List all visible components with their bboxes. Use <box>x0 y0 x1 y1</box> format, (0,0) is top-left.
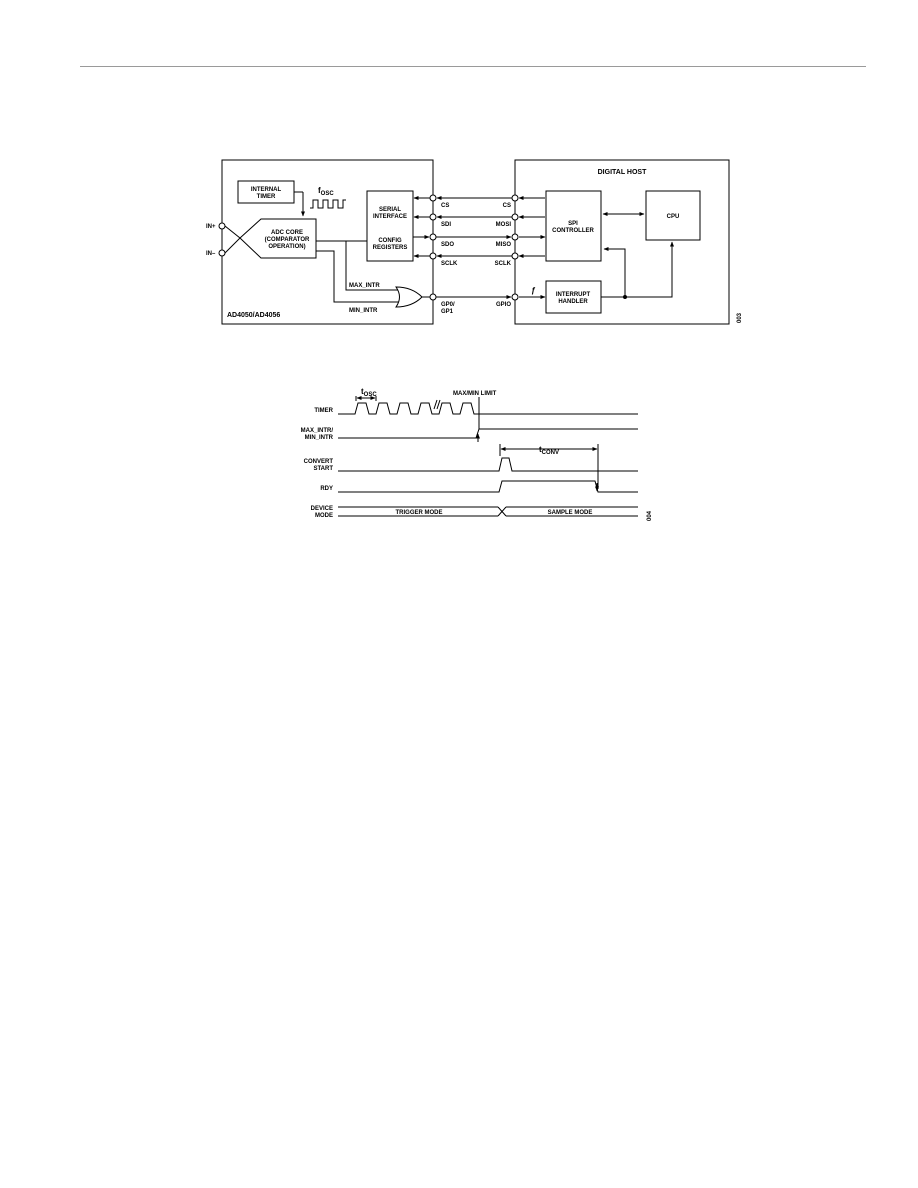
timer-waveform <box>338 402 638 415</box>
convert-signal-label-2: START <box>313 466 333 472</box>
host-gpio-pin <box>511 293 519 301</box>
adc-sdo-label: SDO <box>441 242 454 248</box>
host-mosi-label: MOSI <box>496 222 512 228</box>
host-gpio-label: GPIO <box>496 302 511 308</box>
tosc-label: tOSC <box>361 387 377 398</box>
fosc-label: fOSC <box>318 186 334 197</box>
host-miso-pin <box>511 233 519 241</box>
spi-controller-label-1: SPI <box>568 221 578 227</box>
rdy-signal-label: RDY <box>320 486 333 492</box>
serial-interface-label-2: INTERFACE <box>373 214 407 220</box>
rdy-waveform <box>338 480 638 493</box>
serial-interface-label-1: SERIAL <box>379 207 401 213</box>
header-rule <box>80 66 866 67</box>
block-figure-id: 003 <box>737 312 743 323</box>
timer-signal-label: TIMER <box>314 408 333 414</box>
adc-sclk-pin <box>429 252 437 260</box>
internal-timer-label-1: INTERNAL <box>251 187 282 193</box>
host-miso-label: MISO <box>496 242 512 248</box>
in-minus-label: IN– <box>206 251 216 257</box>
adc-core-label-2: (COMPARATOR <box>265 237 310 243</box>
cpu-label: CPU <box>667 214 680 220</box>
intr-signal-label-2: MIN_INTR <box>305 435 334 441</box>
adc-sdi-pin <box>429 213 437 221</box>
in-minus-pin <box>218 249 226 257</box>
min-intr-label: MIN_INTR <box>349 308 378 314</box>
sample-mode-label: SAMPLE MODE <box>548 510 593 516</box>
adc-core-label-1: ADC CORE <box>271 230 303 236</box>
adc-device-box <box>221 159 434 325</box>
adc-cs-label: CS <box>441 203 449 209</box>
timing-diagram <box>338 396 638 517</box>
edge-trigger-symbol: ƒ <box>531 286 536 295</box>
in-plus-pin <box>218 222 226 230</box>
interrupt-to-spi <box>603 247 626 297</box>
spi-controller-block <box>545 190 602 262</box>
max-intr-label: MAX_INTR <box>349 283 380 289</box>
mode-signal-label-1: DEVICE <box>311 506 333 512</box>
cpu-block <box>645 190 701 241</box>
adc-gp-pin <box>429 293 437 301</box>
or-gate <box>395 286 423 308</box>
adc-core-label-3: OPERATION) <box>268 244 305 250</box>
host-mosi-pin <box>511 213 519 221</box>
adc-sdo-pin <box>429 233 437 241</box>
serial-interface-block <box>366 190 414 262</box>
config-registers-label-2: REGISTERS <box>373 245 408 251</box>
host-sclk-label: SCLK <box>495 261 512 267</box>
adc-sdi-label: SDI <box>441 222 451 228</box>
adc-cs-pin <box>429 194 437 202</box>
convert-start-waveform <box>338 457 638 472</box>
adc-sclk-label: SCLK <box>441 261 458 267</box>
host-cs-label: CS <box>503 203 511 209</box>
min-intr-line <box>316 250 399 303</box>
timing-figure-id: 004 <box>647 510 653 521</box>
trigger-mode-label: TRIGGER MODE <box>395 510 442 516</box>
block-diagram <box>218 159 730 325</box>
adc-gp-label-2: GP1 <box>441 309 454 315</box>
tconv-label: tCONV <box>539 445 559 456</box>
host-cs-pin <box>511 194 519 202</box>
interrupt-to-cpu <box>601 241 674 298</box>
adc-core-block <box>239 218 317 259</box>
in-plus-label: IN+ <box>206 224 216 230</box>
limit-label: MAX/MIN LIMIT <box>453 391 497 397</box>
intr-waveform <box>338 428 638 439</box>
host-sclk-pin <box>511 252 519 260</box>
convert-signal-label-1: CONVERT <box>304 459 334 465</box>
oscillator-waveform <box>310 199 346 209</box>
intr-signal-label-1: MAX_INTR/ <box>301 428 334 434</box>
internal-timer-label-2: TIMER <box>257 194 276 200</box>
timing-diagram-labels: tOSC MAX/MIN LIMIT TIMER MAX_INTR/ MIN_I… <box>301 387 653 521</box>
max-intr-line <box>316 240 399 291</box>
digital-host-title: DIGITAL HOST <box>598 169 647 176</box>
digital-host-box <box>514 159 730 325</box>
adc-gp-label-1: GP0/ <box>441 302 455 308</box>
device-label: AD4050/AD4056 <box>227 312 280 319</box>
interrupt-handler-label-2: HANDLER <box>558 299 588 305</box>
spi-controller-label-2: CONTROLLER <box>552 228 594 234</box>
config-registers-label-1: CONFIG <box>378 238 402 244</box>
mode-signal-label-2: MODE <box>315 513 333 519</box>
interrupt-handler-label-1: INTERRUPT <box>556 292 591 298</box>
block-diagram-labels: INTERNAL TIMER fOSC ADC CORE (COMPARATOR… <box>206 169 743 323</box>
